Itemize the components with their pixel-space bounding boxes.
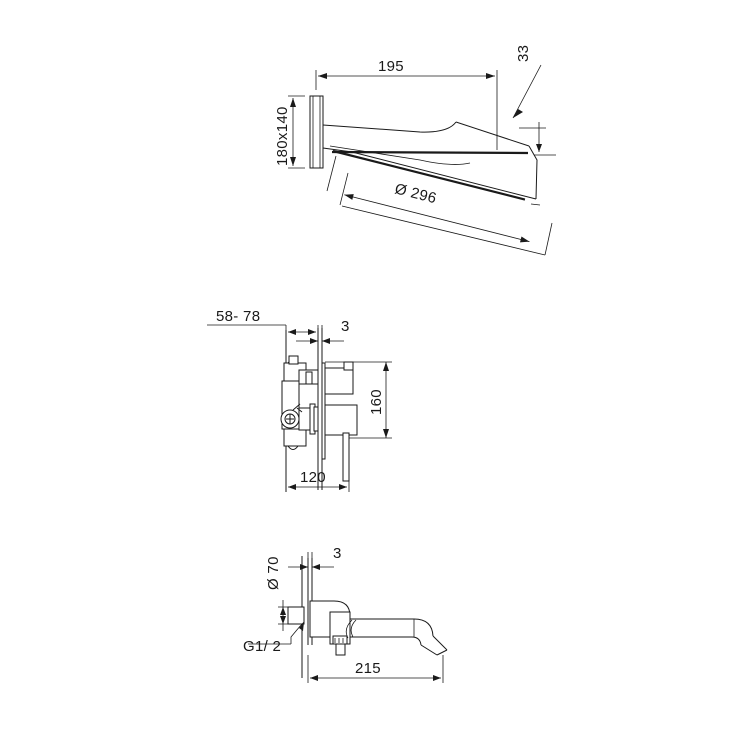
callout-G12: G1/ 2: [243, 621, 305, 655]
dim-label-58-78: 58- 78: [216, 308, 260, 325]
dimension-3-spout: 3: [288, 545, 342, 578]
dimension-296: Ø 296: [326, 155, 553, 256]
valve-cartridge: [280, 355, 319, 450]
dim-label-120: 120: [300, 469, 326, 486]
dim-label-33: 33: [515, 45, 532, 62]
dim-label-3-spout: 3: [333, 545, 342, 562]
view-valve-body: 58- 78 3 160: [207, 308, 392, 492]
wall-plate-top: [309, 95, 324, 169]
dim-label-215: 215: [355, 660, 381, 677]
dim-label-195: 195: [378, 58, 404, 75]
dimension-160: 160: [325, 361, 392, 439]
dimension-58-78: 58- 78: [207, 308, 316, 345]
dimension-195: 195: [315, 58, 498, 150]
valve-body-block: [321, 361, 358, 482]
dim-label-296: Ø 296: [393, 180, 438, 207]
dim-label-3-valve: 3: [341, 318, 350, 335]
dimension-180x140: 180x140: [274, 95, 305, 169]
dimension-33: 33: [512, 45, 556, 156]
dimension-70: Ø 70: [265, 556, 296, 631]
view-short-spout: Ø 70 3 G1/ 2: [243, 545, 448, 683]
dimension-3-valve: 3: [296, 318, 350, 350]
dim-label-160: 160: [368, 389, 385, 415]
view-spout-side: 195 33 180x140: [274, 45, 556, 256]
dim-label-G12: G1/ 2: [243, 638, 281, 655]
dim-label-70: Ø 70: [265, 556, 282, 590]
spout-blade: [322, 121, 538, 201]
dimension-215: 215: [307, 655, 444, 683]
dim-label-180x140: 180x140: [274, 106, 291, 166]
dimension-120: 120: [285, 460, 350, 492]
spout-body: [309, 600, 448, 656]
spout-inlet-fitting: [287, 606, 305, 625]
